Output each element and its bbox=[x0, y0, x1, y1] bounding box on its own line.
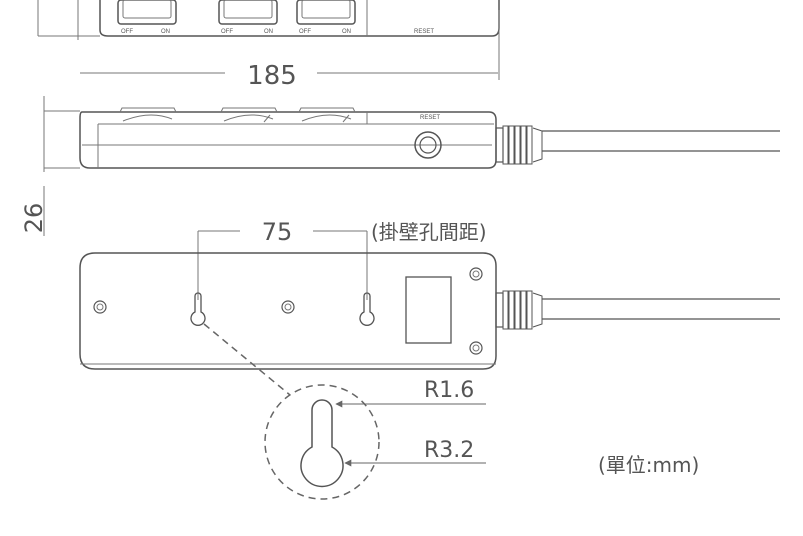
bottom-view: 75 (掛壁孔間距) bbox=[79, 218, 780, 370]
detail-circle bbox=[264, 384, 380, 500]
switch-on-label: ON bbox=[342, 29, 351, 35]
side-view: 26 RESET bbox=[20, 96, 780, 236]
switch-off-label: OFF bbox=[221, 29, 233, 35]
width-dimension-label: 185 bbox=[247, 61, 297, 91]
reset-button-inner bbox=[419, 136, 437, 154]
hole-spacing-label: 75 bbox=[262, 218, 293, 246]
top-view: OFF ON OFF ON OFF ON RESET 185 bbox=[37, 0, 500, 91]
switch-2: OFF ON bbox=[218, 0, 278, 35]
screw-left bbox=[93, 300, 107, 314]
keyhole-right bbox=[359, 292, 375, 326]
screw-top-right bbox=[469, 267, 483, 281]
screw-center bbox=[281, 300, 295, 314]
reset-label: RESET bbox=[414, 29, 434, 35]
keyhole-enlarged bbox=[300, 399, 344, 488]
switch-on-label: ON bbox=[264, 29, 273, 35]
large-radius-label: R3.2 bbox=[424, 438, 474, 463]
cable-strain-relief-side bbox=[495, 125, 780, 165]
unit-note: (單位:mm) bbox=[598, 453, 699, 477]
screw-bottom-right bbox=[469, 341, 483, 355]
switch-off-label: OFF bbox=[299, 29, 311, 35]
height-dimension-label: 26 bbox=[20, 203, 48, 234]
width-dimension: 185 bbox=[80, 61, 498, 91]
switch-off-label: OFF bbox=[121, 29, 133, 35]
reset-button-outer bbox=[414, 131, 442, 159]
keyhole-left bbox=[190, 292, 206, 326]
small-radius-label: R1.6 bbox=[424, 378, 474, 403]
hole-spacing-dimension: 75 (掛壁孔間距) bbox=[197, 218, 487, 300]
switch-on-label: ON bbox=[161, 29, 170, 35]
side-reset-label: RESET bbox=[420, 115, 440, 121]
switch-3: OFF ON bbox=[296, 0, 356, 35]
keyhole-detail: R1.6 R3.2 bbox=[203, 323, 486, 500]
switch-1: OFF ON bbox=[117, 0, 177, 35]
cable-strain-relief-bottom bbox=[495, 290, 780, 330]
detail-leader-line bbox=[203, 323, 291, 396]
label-window bbox=[405, 276, 452, 344]
hole-spacing-note: (掛壁孔間距) bbox=[371, 220, 487, 244]
